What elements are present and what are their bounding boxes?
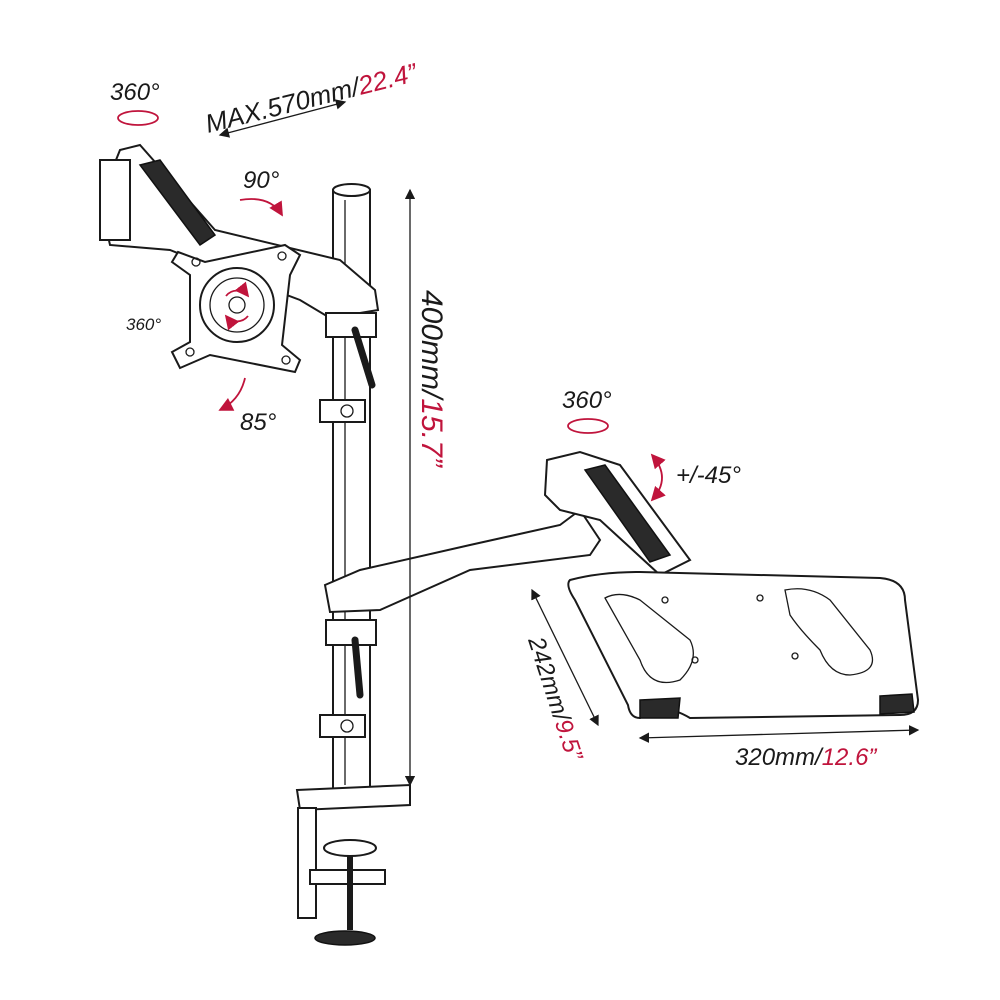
tilt-arrow-icon	[239, 198, 283, 217]
tilt-bottom-label: 85°	[240, 409, 277, 436]
vesa-plate	[170, 243, 302, 374]
lower-arm	[319, 450, 692, 738]
vesa-rotation-label: 360°	[126, 315, 161, 334]
tilt-down-arrow-icon	[218, 377, 246, 411]
arm-reach-label: MAX.570mm/22.4”	[202, 57, 421, 139]
width-dimension-line	[638, 725, 920, 743]
tray-depth-label: 242mm/9.5”	[522, 633, 588, 765]
tray-width-label: 320mm/12.6”	[735, 744, 877, 771]
tray-swivel-label: 360°	[562, 387, 612, 414]
tray-tilt-label: +/-45°	[676, 462, 741, 489]
tray-tilt-arrow-icon	[650, 453, 666, 502]
top-swivel-label: 360°	[110, 79, 160, 106]
pole-height-label: 400mm/15.7”	[415, 290, 448, 469]
depth-dimension-line	[531, 588, 599, 727]
upper-arm	[98, 143, 380, 423]
laptop-tray	[567, 570, 920, 720]
reach-dimension-line	[218, 99, 347, 138]
swivel-arrow-icon	[117, 110, 159, 126]
desk-clamp	[295, 783, 411, 946]
tilt-top-label: 90°	[243, 167, 280, 194]
tray-swivel-arrow-icon	[567, 418, 609, 434]
